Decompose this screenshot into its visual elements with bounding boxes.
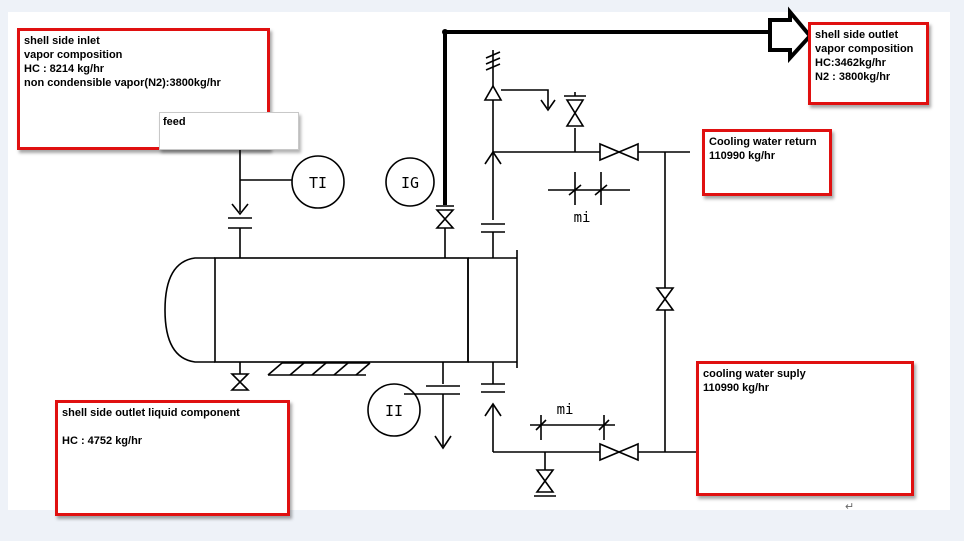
outlet-vapor-line-1: shell side outlet	[815, 29, 899, 41]
cooling-return-line-1: Cooling water return	[709, 136, 817, 148]
cooling-supply-line-1: cooling water suply	[703, 368, 806, 380]
drain-valve	[230, 373, 250, 391]
cooling-return-line-2: 110990 kg/hr	[709, 150, 776, 162]
shell-inlet-line-2: vapor composition	[24, 49, 123, 61]
outlet-liquid-line-3: HC : 4752 kg/hr	[62, 435, 143, 447]
relief-valve	[483, 84, 503, 101]
outlet-liquid-line-1: shell side outlet liquid component	[62, 407, 240, 419]
paragraph-return-mark: ↵	[845, 501, 855, 513]
outlet-vapor-line-3: HC:3462kg/hr	[815, 57, 886, 69]
outlet-vapor-line-4: N2 : 3800kg/hr	[815, 71, 891, 83]
exchanger-shell	[214, 257, 469, 363]
ii-label: II	[385, 402, 403, 420]
exchanger-head-left	[164, 257, 215, 363]
mi-label-bottom: mi	[557, 402, 574, 418]
ii-bubble	[367, 383, 421, 437]
mi-label-top: mi	[574, 210, 591, 226]
cooling-supply-line-2: 110990 kg/hr	[703, 382, 770, 394]
callout-shell-outlet-vapor: shell side outlet vapor composition HC:3…	[808, 22, 929, 105]
feed-label-box: feed	[159, 112, 299, 150]
ig-bubble	[385, 157, 435, 207]
ig-label: IG	[401, 174, 419, 192]
shell-inlet-line-1: shell side inlet	[24, 35, 100, 47]
shell-inlet-line-3: HC : 8214 kg/hr	[24, 63, 105, 75]
bypass-valve	[655, 287, 675, 311]
ti-label: TI	[309, 174, 327, 192]
ti-bubble	[291, 155, 345, 209]
outlet-vapor-line-2: vapor composition	[815, 43, 914, 55]
vapor-outlet-arrow	[768, 6, 813, 64]
feed-label: feed	[163, 116, 186, 128]
callout-cooling-supply: cooling water suply 110990 kg/hr	[696, 361, 914, 496]
outlet-liquid-line-2	[62, 420, 283, 434]
support-hatch	[267, 362, 371, 376]
supply-valve	[599, 442, 639, 462]
ig-valve	[435, 209, 455, 229]
callout-shell-inlet: shell side inlet vapor composition HC : …	[17, 28, 270, 150]
callout-cooling-return: Cooling water return 110990 kg/hr	[702, 129, 832, 196]
shell-inlet-line-4: non condensible vapor(N2):3800kg/hr	[24, 77, 221, 89]
return-valve	[599, 142, 639, 162]
callout-shell-outlet-liquid: shell side outlet liquid component HC : …	[55, 400, 290, 516]
